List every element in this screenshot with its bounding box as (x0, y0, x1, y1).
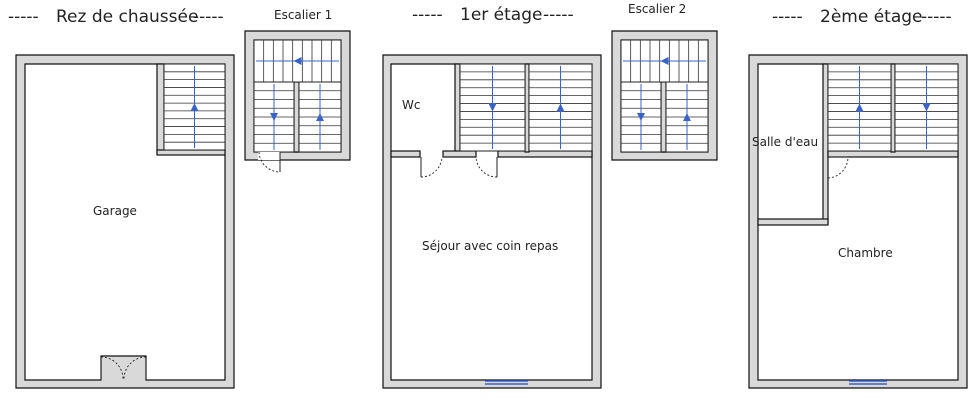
floor-2eme: Salle d'eau Chambre (748, 54, 968, 389)
stair-divider (293, 81, 300, 153)
room-label-sejour: Séjour avec coin repas (422, 239, 558, 253)
floor-title-2eme: 2ème étage (820, 7, 923, 27)
room-label-salle-eau: Salle d'eau (752, 135, 818, 149)
floor-1er: Wc Séjour avec coin repas (382, 54, 602, 389)
stair-wall (156, 63, 165, 154)
floor-title-1er: 1er étage (460, 5, 542, 25)
bathroom-wall (822, 63, 829, 225)
bathroom-wall (757, 218, 829, 226)
title-dashes-left: ----- (8, 7, 39, 27)
stair-arrow (488, 103, 497, 112)
stair-divider (660, 81, 667, 153)
walls-rez (15, 54, 235, 389)
title-dashes-right: ----- (921, 7, 952, 27)
stair-door (258, 151, 281, 173)
stair-label-1: Escalier 1 (274, 8, 332, 22)
stair-flights (459, 63, 593, 152)
title-dashes-right: ----- (193, 7, 224, 27)
title-2eme: ----- 2ème étage ----- (772, 7, 952, 27)
partition (442, 150, 477, 158)
wc-door (420, 156, 443, 178)
title-dashes-left: ----- (772, 7, 803, 27)
stair-arrow (855, 103, 864, 112)
title-1er: ----- 1er étage ----- (412, 5, 574, 25)
stair-door (475, 156, 498, 178)
stair-box-1 (244, 30, 351, 173)
room-label-wc: Wc (402, 98, 420, 112)
stair-divider (890, 63, 896, 153)
stair-arrow (556, 103, 565, 112)
title-rez: ----- Rez de chaussée ----- (8, 7, 224, 27)
stair-arrow (637, 113, 645, 121)
stair-arrow (293, 57, 302, 65)
wc-wall (454, 63, 461, 153)
stair-flights (253, 39, 342, 153)
stair-flight (163, 63, 226, 151)
stair-label-2: Escalier 2 (628, 2, 686, 16)
partition (497, 150, 593, 158)
partition (390, 150, 421, 158)
stair-flights (827, 63, 959, 152)
title-dashes-right: ----- (543, 5, 574, 25)
garage-door (100, 356, 147, 381)
floor-rez: Garage (15, 54, 235, 389)
stair-wall (156, 149, 226, 156)
stair-divider (524, 63, 530, 153)
floor-title-rez: Rez de chaussée (56, 7, 198, 27)
stair-flights (620, 39, 709, 153)
stair-arrow (683, 113, 691, 121)
title-dashes-left: ----- (412, 5, 443, 25)
stair-box-2 (611, 30, 718, 161)
room-label-chambre: Chambre (838, 246, 893, 260)
stair-arrow (922, 103, 931, 112)
bathroom-door (827, 156, 849, 179)
stair-arrow (316, 113, 324, 121)
stair-arrow (270, 113, 278, 121)
room-label-garage: Garage (93, 204, 137, 218)
stair-arrow (190, 103, 199, 111)
stair-arrow (660, 57, 669, 65)
